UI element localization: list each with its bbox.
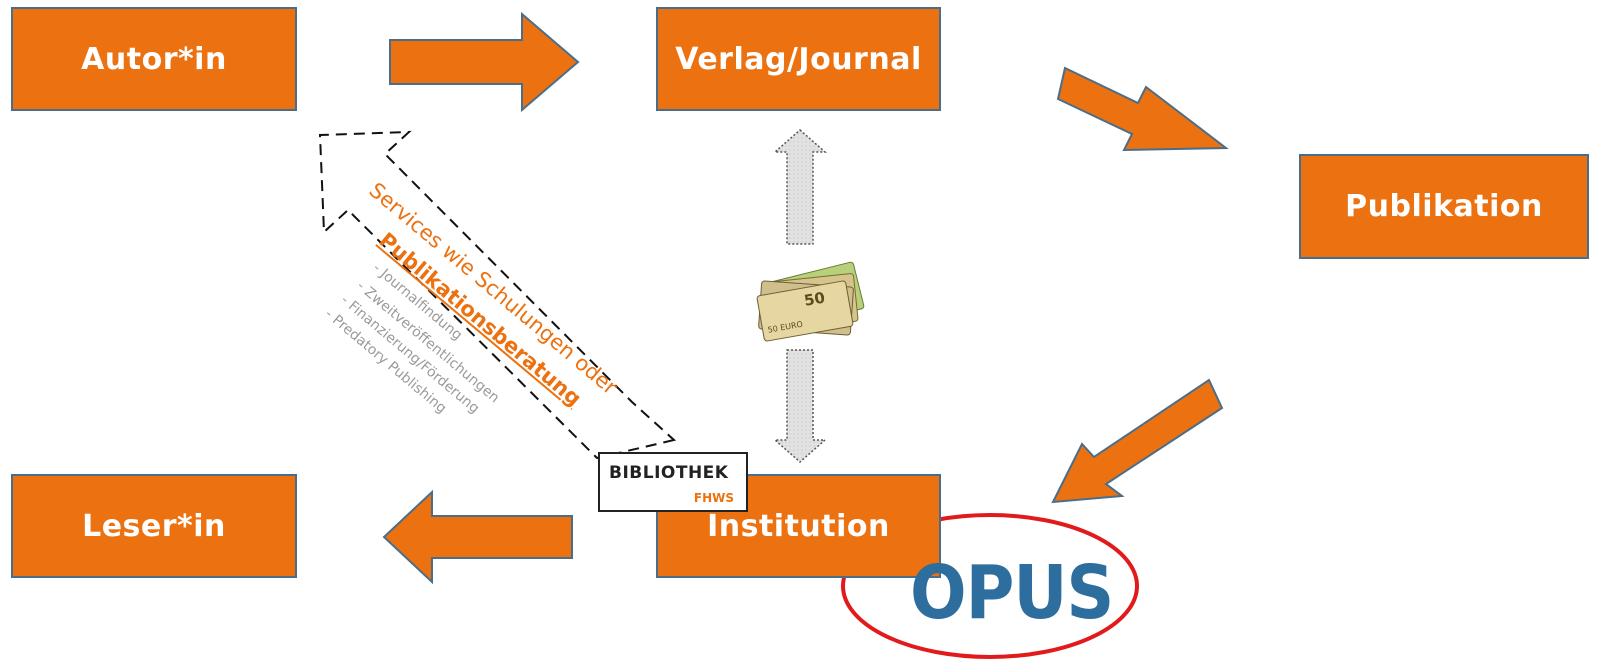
node-publisher: Verlag/Journal [656,7,941,111]
node-reader: Leser*in [11,474,297,578]
svg-text:50: 50 [803,288,827,309]
node-publication-label: Publikation [1345,189,1543,224]
arrow-publication-to-institution [1051,378,1224,504]
highlight-ellipse [841,513,1139,659]
library-logo: BIBLIOTHEK FHWS [598,452,748,512]
opus-logo: OPUS [910,556,1114,630]
node-publisher-label: Verlag/Journal [675,41,922,77]
opus-logo-text: OPUS [910,550,1114,636]
node-author-label: Autor*in [81,41,227,77]
node-author: Autor*in [11,7,297,111]
node-reader-label: Leser*in [82,508,226,544]
library-logo-subtitle: FHWS [693,491,734,505]
library-logo-title: BIBLIOTHEK [609,463,729,483]
node-institution: Institution [656,474,941,578]
money-flow-arrow-up [773,129,827,245]
arrow-author-to-publisher [389,11,580,113]
node-publication: Publikation [1299,154,1589,259]
arrow-publisher-to-publication [1056,66,1229,152]
arrow-institution-to-reader [382,489,573,585]
banknotes-icon: 50 50 EURO [756,261,865,342]
dashed-arrow-library-to-author [318,130,677,460]
node-institution-label: Institution [707,508,890,544]
money-flow-arrow-down [773,349,827,463]
